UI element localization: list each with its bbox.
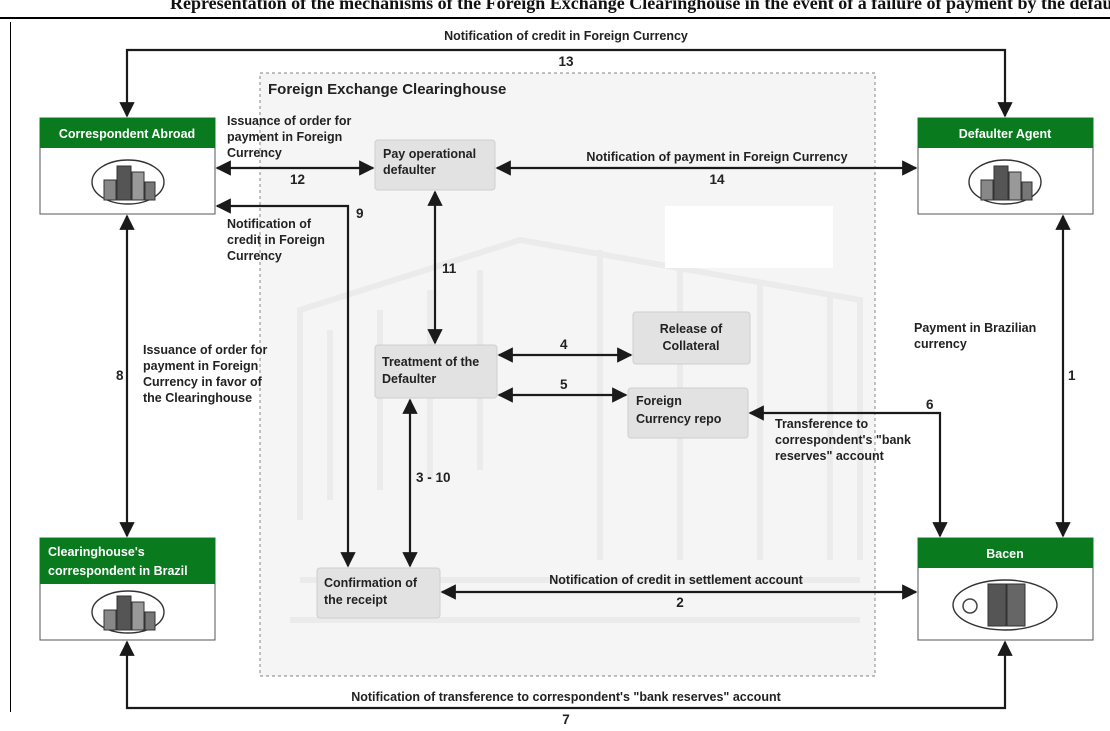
- flow-8-label-line4: the Clearinghouse: [143, 391, 252, 405]
- confirmation-line1: Confirmation of: [324, 576, 418, 590]
- flow-6-label-line3: reserves" account: [775, 449, 885, 463]
- confirmation-of-receipt-box: Confirmation of the receipt: [316, 567, 441, 619]
- flow-1-label-line1: Payment in Brazilian: [914, 321, 1036, 335]
- correspondent-abroad-box: Correspondent Abroad: [39, 117, 216, 215]
- flow-9-label-line1: Notification of: [227, 217, 312, 231]
- fx-repo-line1: Foreign: [636, 394, 682, 408]
- city-icon: [968, 159, 1042, 205]
- release-line2: Collateral: [663, 339, 720, 353]
- bank-building-icon: [952, 579, 1058, 631]
- flow-12-number: 12: [290, 172, 305, 187]
- entity-header-bar: [918, 538, 1093, 568]
- flow-11-number: 11: [442, 261, 457, 276]
- flow-13-number: 13: [558, 54, 574, 69]
- treatment-line1: Treatment of the: [382, 355, 479, 369]
- pay-operational-defaulter-box: Pay operational defaulter: [374, 139, 496, 191]
- arrow-flow-6: [748, 405, 948, 538]
- release-of-collateral-box: Release of Collateral: [632, 311, 751, 365]
- flow-8-label-line3: Currency in favor of: [143, 375, 263, 389]
- flow-2-label: Notification of credit in settlement acc…: [549, 573, 803, 587]
- flow-8-label-line1: Issuance of order for: [143, 343, 267, 357]
- flow-6-label-line1: Transference to: [775, 417, 868, 431]
- flow-14-label: Notification of payment in Foreign Curre…: [586, 150, 847, 164]
- flow-12-label-line1: Issuance of order for: [227, 114, 351, 128]
- flow-1-label-line2: currency: [914, 337, 967, 351]
- treatment-line2: Defaulter: [382, 372, 436, 386]
- blank-panel: [665, 206, 833, 268]
- flow-7-number: 7: [562, 712, 570, 727]
- flow-2-number: 2: [676, 595, 684, 610]
- flow-4-number: 4: [560, 337, 568, 352]
- arrow-flow-7: [119, 640, 1013, 710]
- entity-header-bar: [40, 118, 215, 148]
- header-rule: [0, 17, 1110, 19]
- entity-header-bar: [40, 538, 215, 584]
- clearinghouse-correspondent-title-line2: correspondent in Brazil: [48, 564, 188, 578]
- bacen-title: Bacen: [986, 547, 1024, 561]
- clearinghouse-correspondent-box: Clearinghouse's correspondent in Brazil: [39, 537, 216, 641]
- figure-frame: [10, 22, 1110, 712]
- foreign-currency-repo-box: Foreign Currency repo: [627, 387, 749, 439]
- bacen-box: Bacen: [917, 537, 1094, 641]
- pay-operational-line1: Pay operational: [383, 147, 476, 161]
- flow-9-label-line3: Currency: [227, 249, 282, 263]
- flow-9-number: 9: [356, 206, 364, 221]
- treatment-of-defaulter-box: Treatment of the Defaulter: [374, 344, 498, 399]
- page-header-text: Representation of the mechanisms of the …: [170, 0, 1110, 13]
- flow-8-label-line2: payment in Foreign: [143, 359, 258, 373]
- flow-6-number: 6: [926, 397, 934, 412]
- flow-1-number: 1: [1068, 368, 1076, 383]
- arrow-flow-9: [215, 198, 356, 568]
- defaulter-agent-title: Defaulter Agent: [959, 127, 1052, 141]
- defaulter-agent-box: Defaulter Agent: [917, 117, 1094, 215]
- pay-operational-line2: defaulter: [383, 163, 436, 177]
- entity-header-bar: [918, 118, 1093, 148]
- fx-repo-line2: Currency repo: [636, 412, 722, 426]
- flow-12-label-line2: payment in Foreign: [227, 130, 342, 144]
- flow-9-label-line2: credit in Foreign: [227, 233, 325, 247]
- arrow-flow-13: [119, 48, 1013, 118]
- flow-5-number: 5: [560, 377, 568, 392]
- clearinghouse-correspondent-title-line1: Clearinghouse's: [48, 545, 145, 559]
- release-line1: Release of: [660, 322, 723, 336]
- flow-3-10-number: 3 - 10: [416, 470, 451, 485]
- page-header: Representation of the mechanisms of the …: [0, 0, 1110, 18]
- flow-8-number: 8: [116, 368, 124, 383]
- confirmation-line2: the receipt: [324, 593, 388, 607]
- flow-12-label-line3: Currency: [227, 146, 282, 160]
- flow-7-label: Notification of transference to correspo…: [351, 690, 781, 704]
- city-icon: [91, 159, 165, 205]
- correspondent-abroad-title: Correspondent Abroad: [59, 127, 195, 141]
- city-icon: [91, 590, 165, 634]
- flow-14-number: 14: [709, 172, 725, 187]
- flow-6-label-line2: correspondent's "bank: [775, 433, 911, 447]
- clearinghouse-area-title: Foreign Exchange Clearinghouse: [268, 81, 506, 98]
- flow-13-label: Notification of credit in Foreign Curren…: [444, 29, 688, 43]
